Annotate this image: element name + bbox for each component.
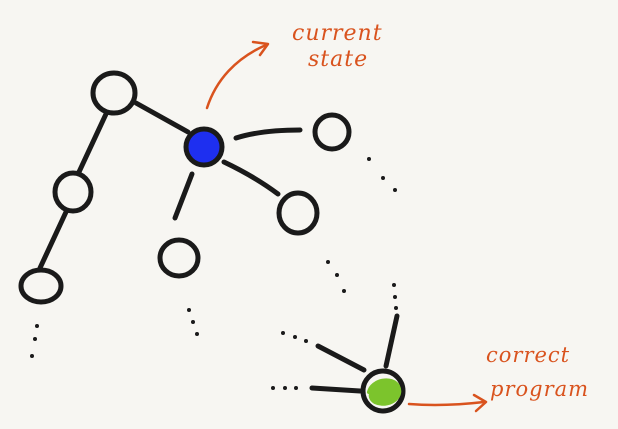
annotation-state: state (308, 47, 368, 72)
tree-node-lower (157, 237, 201, 279)
annotation-current-state: current state (292, 21, 383, 72)
edge-current-to-lower-right (221, 159, 281, 197)
edge-current-to-right (233, 127, 303, 141)
arrow-to-correct-program (407, 400, 486, 407)
arrow-to-current-state (205, 43, 268, 110)
edge-root-to-current (133, 100, 191, 135)
annotation-program: program (490, 377, 589, 401)
annotation-current: current (292, 21, 383, 46)
edge-goal-up (383, 313, 400, 369)
edge-current-to-lower (172, 171, 195, 221)
arrow-head-current (251, 40, 270, 57)
annotation-arrows (205, 40, 488, 413)
edge-left-to-leaf (37, 209, 69, 271)
tree-node-root (90, 70, 138, 116)
tree-node-lower-right (276, 190, 320, 236)
annotation-correct-program: correct program (486, 343, 589, 401)
edge-goal-left (315, 343, 367, 373)
tree-edges (37, 100, 400, 394)
tree-nodes (18, 70, 352, 305)
tree-node-right (312, 112, 352, 152)
annotation-correct: correct (486, 343, 570, 367)
edge-root-to-left (76, 111, 109, 175)
correct-program-node (360, 368, 406, 414)
ellipsis-dots (30, 157, 398, 390)
edge-goal-lower-left (309, 385, 363, 394)
current-state-node (183, 126, 225, 168)
tree-node-left-leaf (18, 267, 64, 305)
arrow-head-correct (472, 393, 488, 413)
tree-node-left (52, 170, 94, 214)
